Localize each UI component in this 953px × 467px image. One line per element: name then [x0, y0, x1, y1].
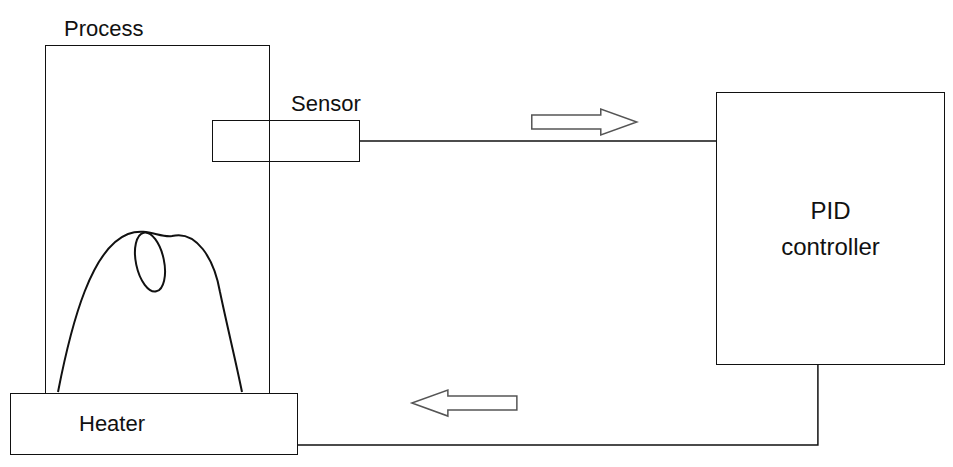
process-box: Process — [45, 45, 270, 395]
hollow-arrow-head — [412, 390, 517, 416]
node-label: Process — [64, 16, 143, 42]
sensor-box: Sensor — [212, 120, 360, 162]
node-label: Heater — [79, 411, 145, 437]
hollow-arrow-head — [532, 109, 637, 135]
heater-box: Heater — [10, 393, 298, 455]
pid-controller-box: PID controller — [716, 92, 945, 365]
flame-outline — [58, 232, 242, 392]
flame-loop — [130, 230, 170, 295]
node-label: Sensor — [291, 91, 361, 117]
signal-connector — [360, 109, 716, 141]
node-label: PID controller — [766, 193, 896, 265]
signal-connector — [298, 365, 818, 445]
